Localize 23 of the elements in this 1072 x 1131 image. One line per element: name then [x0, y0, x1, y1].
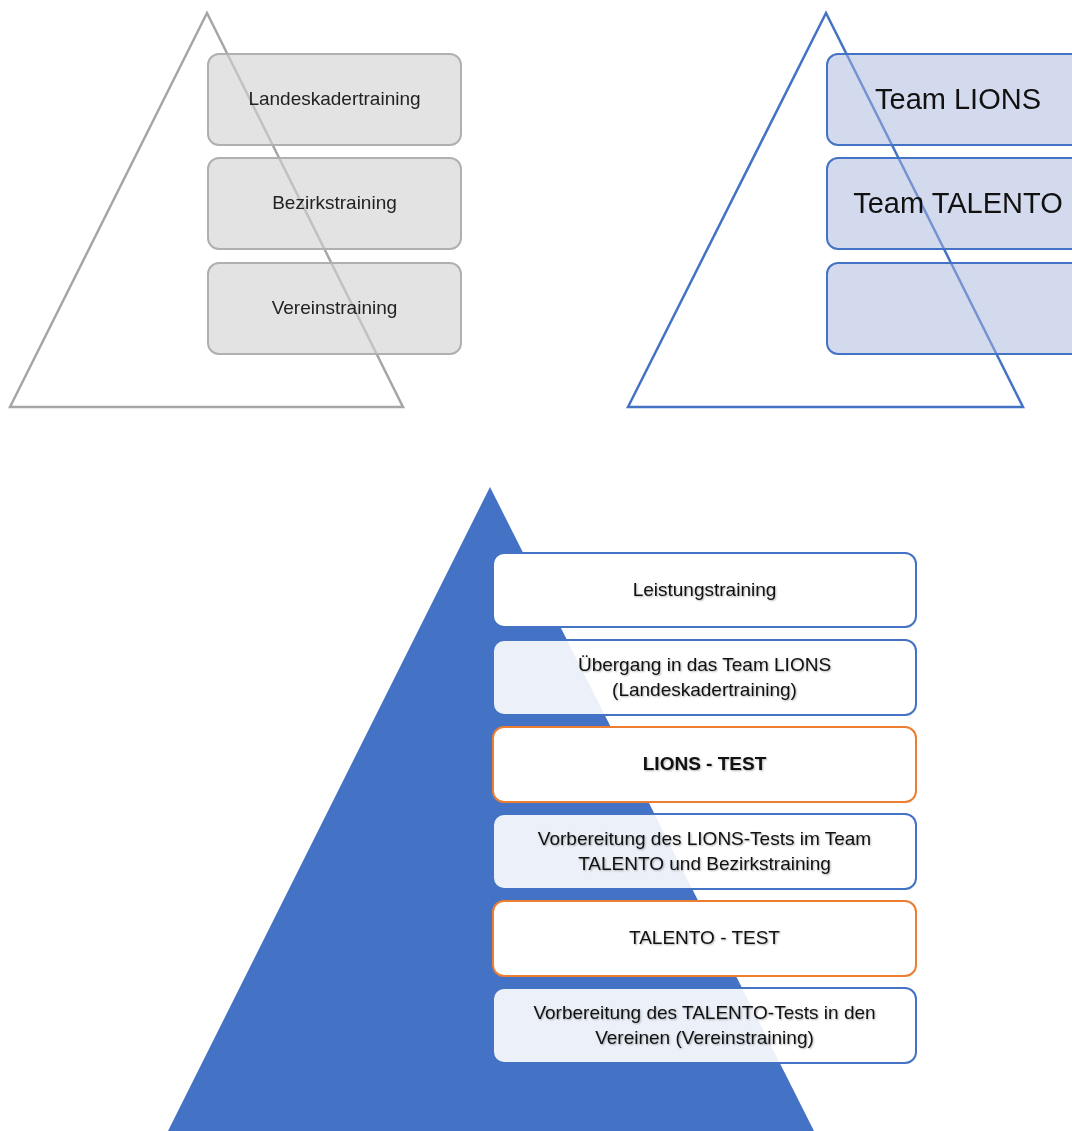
level-box — [207, 53, 462, 146]
level-label: TALENTO - TEST — [629, 926, 780, 951]
level-box — [826, 157, 1072, 250]
empty-box — [826, 262, 1072, 355]
level-box — [492, 900, 917, 977]
level-box — [492, 813, 917, 890]
level-label: Vorbereitung des LIONS-Tests im Team TALENTO und Bezirkstraining — [536, 826, 873, 876]
level-box — [492, 987, 917, 1064]
level-box — [826, 53, 1072, 146]
level-box — [492, 726, 917, 803]
level-label: Vereinstraining — [271, 296, 398, 321]
level-box — [207, 262, 462, 355]
level-label: Leistungstraining — [632, 577, 777, 602]
level-label: Bezirkstraining — [272, 191, 397, 216]
level-box — [207, 157, 462, 250]
level-box — [492, 639, 917, 716]
level-label: Übergang in das Team LIONS (Landeskadertraining) — [576, 652, 833, 702]
level-label: Landeskadertraining — [248, 87, 421, 112]
level-box — [492, 552, 917, 628]
level-label: Team TALENTO — [853, 185, 1063, 221]
level-label: Team LIONS — [875, 81, 1041, 117]
level-label: LIONS - TEST — [642, 752, 767, 777]
level-label: Vorbereitung des TALENTO-Tests in den Vereinen (Vereinstraining) — [532, 1000, 877, 1050]
